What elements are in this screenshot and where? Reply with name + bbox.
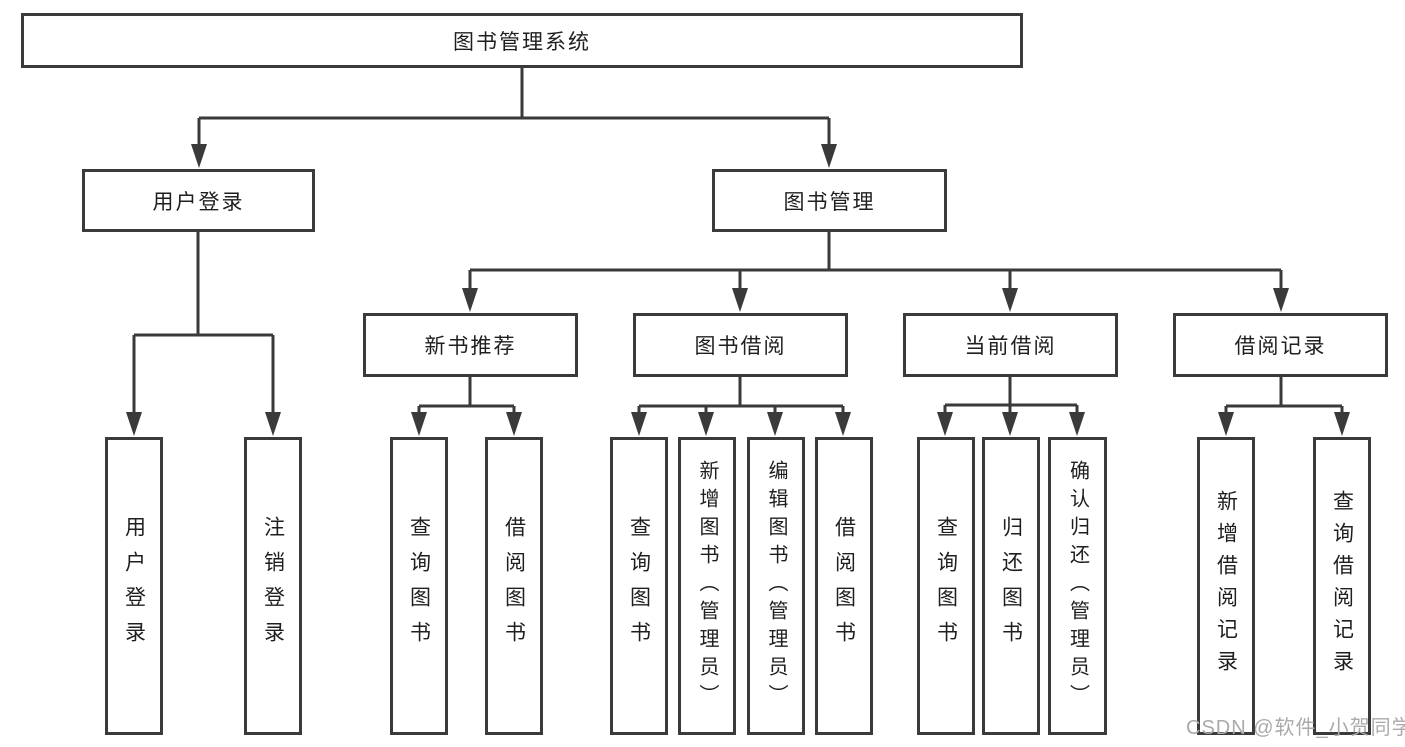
leaf-cb-query-books-label: 查询图书	[934, 516, 958, 656]
leaf-bb-edit-books-admin: 编辑图书（管理员）	[747, 437, 805, 735]
leaf-bb-add-books-admin-label: 新增图书（管理员）	[696, 460, 718, 712]
node-book-borrowing-label: 图书借阅	[694, 335, 787, 358]
leaf-nbr-borrow-books: 借阅图书	[485, 437, 543, 735]
node-borrowing-records-label: 借阅记录	[1234, 335, 1327, 358]
leaf-nbr-borrow-books-label: 借阅图书	[502, 516, 526, 656]
arrowheads	[126, 144, 1350, 436]
leaf-bb-edit-books-admin-label: 编辑图书（管理员）	[765, 460, 787, 712]
leaf-bb-borrow-books-label: 借阅图书	[832, 516, 856, 656]
leaf-br-query-record: 查询借阅记录	[1313, 437, 1371, 735]
node-new-book-recommendation: 新书推荐	[363, 313, 578, 377]
leaf-br-add-record: 新增借阅记录	[1197, 437, 1255, 735]
node-user-login-label: 用户登录	[152, 190, 245, 214]
node-borrowing-records: 借阅记录	[1173, 313, 1388, 377]
leaf-cb-confirm-return-admin: 确认归还（管理员）	[1048, 437, 1107, 735]
leaf-bb-query-books-label: 查询图书	[627, 516, 651, 656]
node-current-borrowing: 当前借阅	[903, 313, 1118, 377]
leaf-logout-label: 注销登录	[261, 516, 285, 656]
node-book-management: 图书管理	[712, 169, 947, 232]
node-root: 图书管理系统	[21, 13, 1023, 68]
leaf-cb-confirm-return-admin-label: 确认归还（管理员）	[1066, 460, 1089, 712]
leaf-bb-add-books-admin: 新增图书（管理员）	[678, 437, 736, 735]
node-book-borrowing: 图书借阅	[633, 313, 848, 377]
node-book-management-label: 图书管理	[783, 190, 876, 214]
leaf-cb-return-books: 归还图书	[982, 437, 1040, 735]
leaf-cb-return-books-label: 归还图书	[999, 516, 1023, 656]
node-current-borrowing-label: 当前借阅	[964, 335, 1057, 358]
leaf-user-login: 用户登录	[105, 437, 163, 735]
leaf-bb-borrow-books: 借阅图书	[815, 437, 873, 735]
leaf-user-login-label: 用户登录	[122, 516, 146, 656]
leaf-br-query-record-label: 查询借阅记录	[1330, 490, 1354, 682]
leaf-bb-query-books: 查询图书	[610, 437, 668, 735]
leaf-nbr-query-books-label: 查询图书	[407, 516, 431, 656]
leaf-cb-query-books: 查询图书	[917, 437, 975, 735]
node-new-book-recommendation-label: 新书推荐	[424, 335, 517, 358]
leaf-nbr-query-books: 查询图书	[390, 437, 448, 735]
node-user-login: 用户登录	[82, 169, 315, 232]
leaf-logout: 注销登录	[244, 437, 302, 735]
node-root-label: 图书管理系统	[453, 30, 591, 54]
leaf-br-add-record-label: 新增借阅记录	[1214, 490, 1238, 682]
csdn-watermark: CSDN @软件_小贺同学	[1186, 717, 1405, 739]
